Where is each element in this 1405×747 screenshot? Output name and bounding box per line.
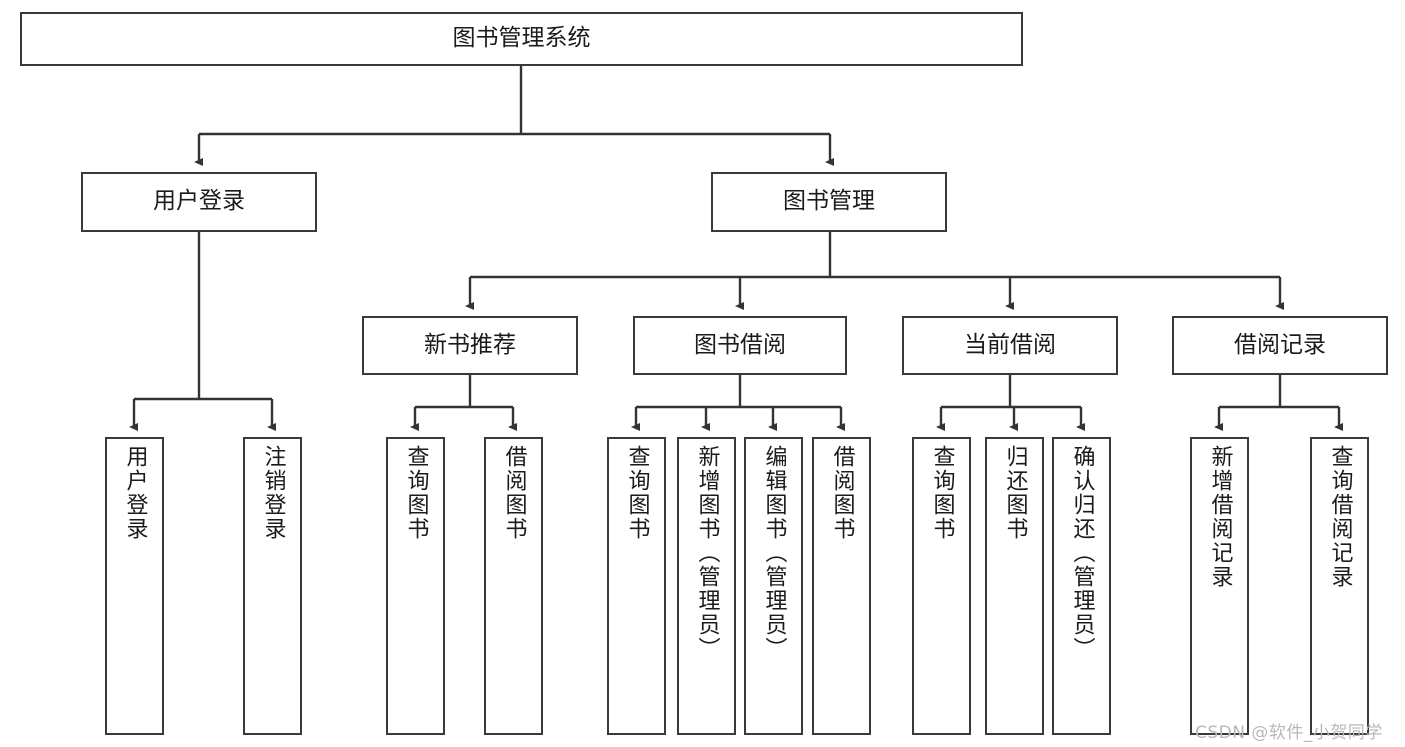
node-label: 确认归还（管理员） xyxy=(1069,445,1095,661)
node-label: 注销登录 xyxy=(260,445,286,541)
node-label: 新增图书（管理员） xyxy=(694,445,720,661)
node-leaf-add-book-admin[interactable]: 新增图书（管理员） xyxy=(677,437,736,735)
node-label: 用户登录 xyxy=(122,445,148,541)
node-leaf-query-book-rec[interactable]: 查询图书 xyxy=(386,437,445,735)
node-leaf-edit-book-admin[interactable]: 编辑图书（管理员） xyxy=(744,437,803,735)
node-label: 查询图书 xyxy=(929,445,955,541)
node-label: 新书推荐 xyxy=(424,331,516,358)
node-level2-book-management[interactable]: 图书管理 xyxy=(711,172,947,232)
node-label: 用户登录 xyxy=(153,188,245,215)
node-label: 归还图书 xyxy=(1002,445,1028,541)
node-level2-user-login[interactable]: 用户登录 xyxy=(81,172,317,232)
node-label: 图书管理系统 xyxy=(452,25,591,52)
node-leaf-borrow-book-rec[interactable]: 借阅图书 xyxy=(484,437,543,735)
node-leaf-user-login[interactable]: 用户登录 xyxy=(105,437,164,735)
node-label: 编辑图书（管理员） xyxy=(761,445,787,661)
node-leaf-query-book-current[interactable]: 查询图书 xyxy=(912,437,971,735)
node-level3-current-borrowing[interactable]: 当前借阅 xyxy=(902,316,1118,375)
node-label: 借阅图书 xyxy=(829,445,855,541)
node-label: 查询图书 xyxy=(624,445,650,541)
node-root[interactable]: 图书管理系统 xyxy=(20,12,1023,66)
node-level3-new-book-recommendation[interactable]: 新书推荐 xyxy=(362,316,578,375)
node-label: 借阅记录 xyxy=(1234,331,1326,358)
node-leaf-add-borrow-record[interactable]: 新增借阅记录 xyxy=(1190,437,1249,735)
node-label: 当前借阅 xyxy=(964,331,1056,358)
node-level3-borrowing-records[interactable]: 借阅记录 xyxy=(1172,316,1388,375)
node-leaf-query-book-borrow[interactable]: 查询图书 xyxy=(607,437,666,735)
node-label: 新增借阅记录 xyxy=(1207,445,1233,589)
node-label: 图书借阅 xyxy=(694,331,786,358)
node-label: 图书管理 xyxy=(783,188,875,215)
node-leaf-borrow-book[interactable]: 借阅图书 xyxy=(812,437,871,735)
node-level3-book-borrowing[interactable]: 图书借阅 xyxy=(633,316,847,375)
node-label: 查询图书 xyxy=(403,445,429,541)
watermark: CSDN @软件_小贺同学 xyxy=(1195,723,1383,743)
node-label: 借阅图书 xyxy=(501,445,527,541)
node-leaf-query-borrow-record[interactable]: 查询借阅记录 xyxy=(1310,437,1369,735)
node-leaf-logout[interactable]: 注销登录 xyxy=(243,437,302,735)
node-label: 查询借阅记录 xyxy=(1327,445,1353,589)
node-leaf-confirm-return-admin[interactable]: 确认归还（管理员） xyxy=(1052,437,1111,735)
node-leaf-return-book[interactable]: 归还图书 xyxy=(985,437,1044,735)
